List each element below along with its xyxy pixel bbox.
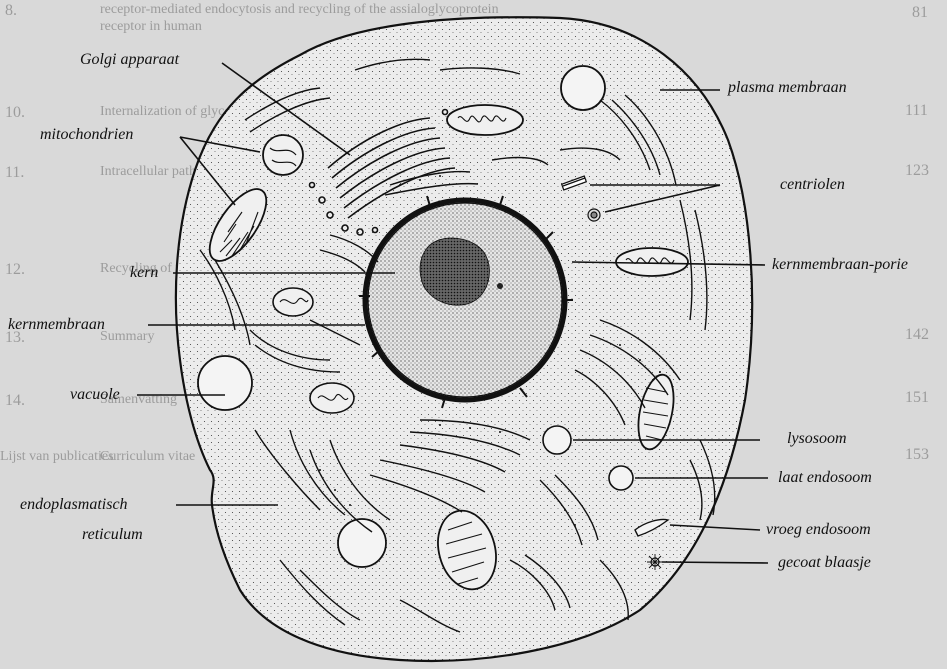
lysosome (543, 426, 571, 454)
label-early-endosome: vroeg endosoom (766, 522, 871, 538)
label-mitochondria: mitochondrien (40, 127, 133, 143)
mitochondrion-small (273, 288, 313, 316)
coated-vesicle (647, 554, 663, 570)
late-endosome (609, 466, 633, 490)
label-golgi: Golgi apparaat (80, 52, 179, 68)
vacuole-bottom (338, 519, 386, 567)
label-lysosome: lysosoom (787, 431, 847, 447)
mitochondrion-center-left (310, 383, 354, 413)
label-plasma-membrane: plasma membraan (728, 80, 847, 96)
label-late-endosome: laat endosoom (778, 470, 872, 486)
mitochondrion-upper (263, 135, 303, 175)
label-nuclear-pore: kernmembraan-porie (772, 257, 908, 273)
label-er-line2: reticulum (82, 527, 143, 543)
label-er-line1: endoplasmatisch (20, 497, 128, 513)
label-vacuole: vacuole (70, 387, 120, 403)
label-centrioles: centriolen (780, 177, 845, 193)
label-coated-vesicle: gecoat blaasje (778, 555, 871, 571)
label-nucleus: kern (130, 265, 158, 281)
vacuole-left (198, 356, 252, 410)
vacuole-top (561, 66, 605, 110)
mitochondrion-right (616, 248, 688, 276)
nucleolus (420, 238, 489, 305)
label-nuclear-membrane: kernmembraan (8, 317, 105, 333)
mitochondrion-top (447, 105, 523, 135)
